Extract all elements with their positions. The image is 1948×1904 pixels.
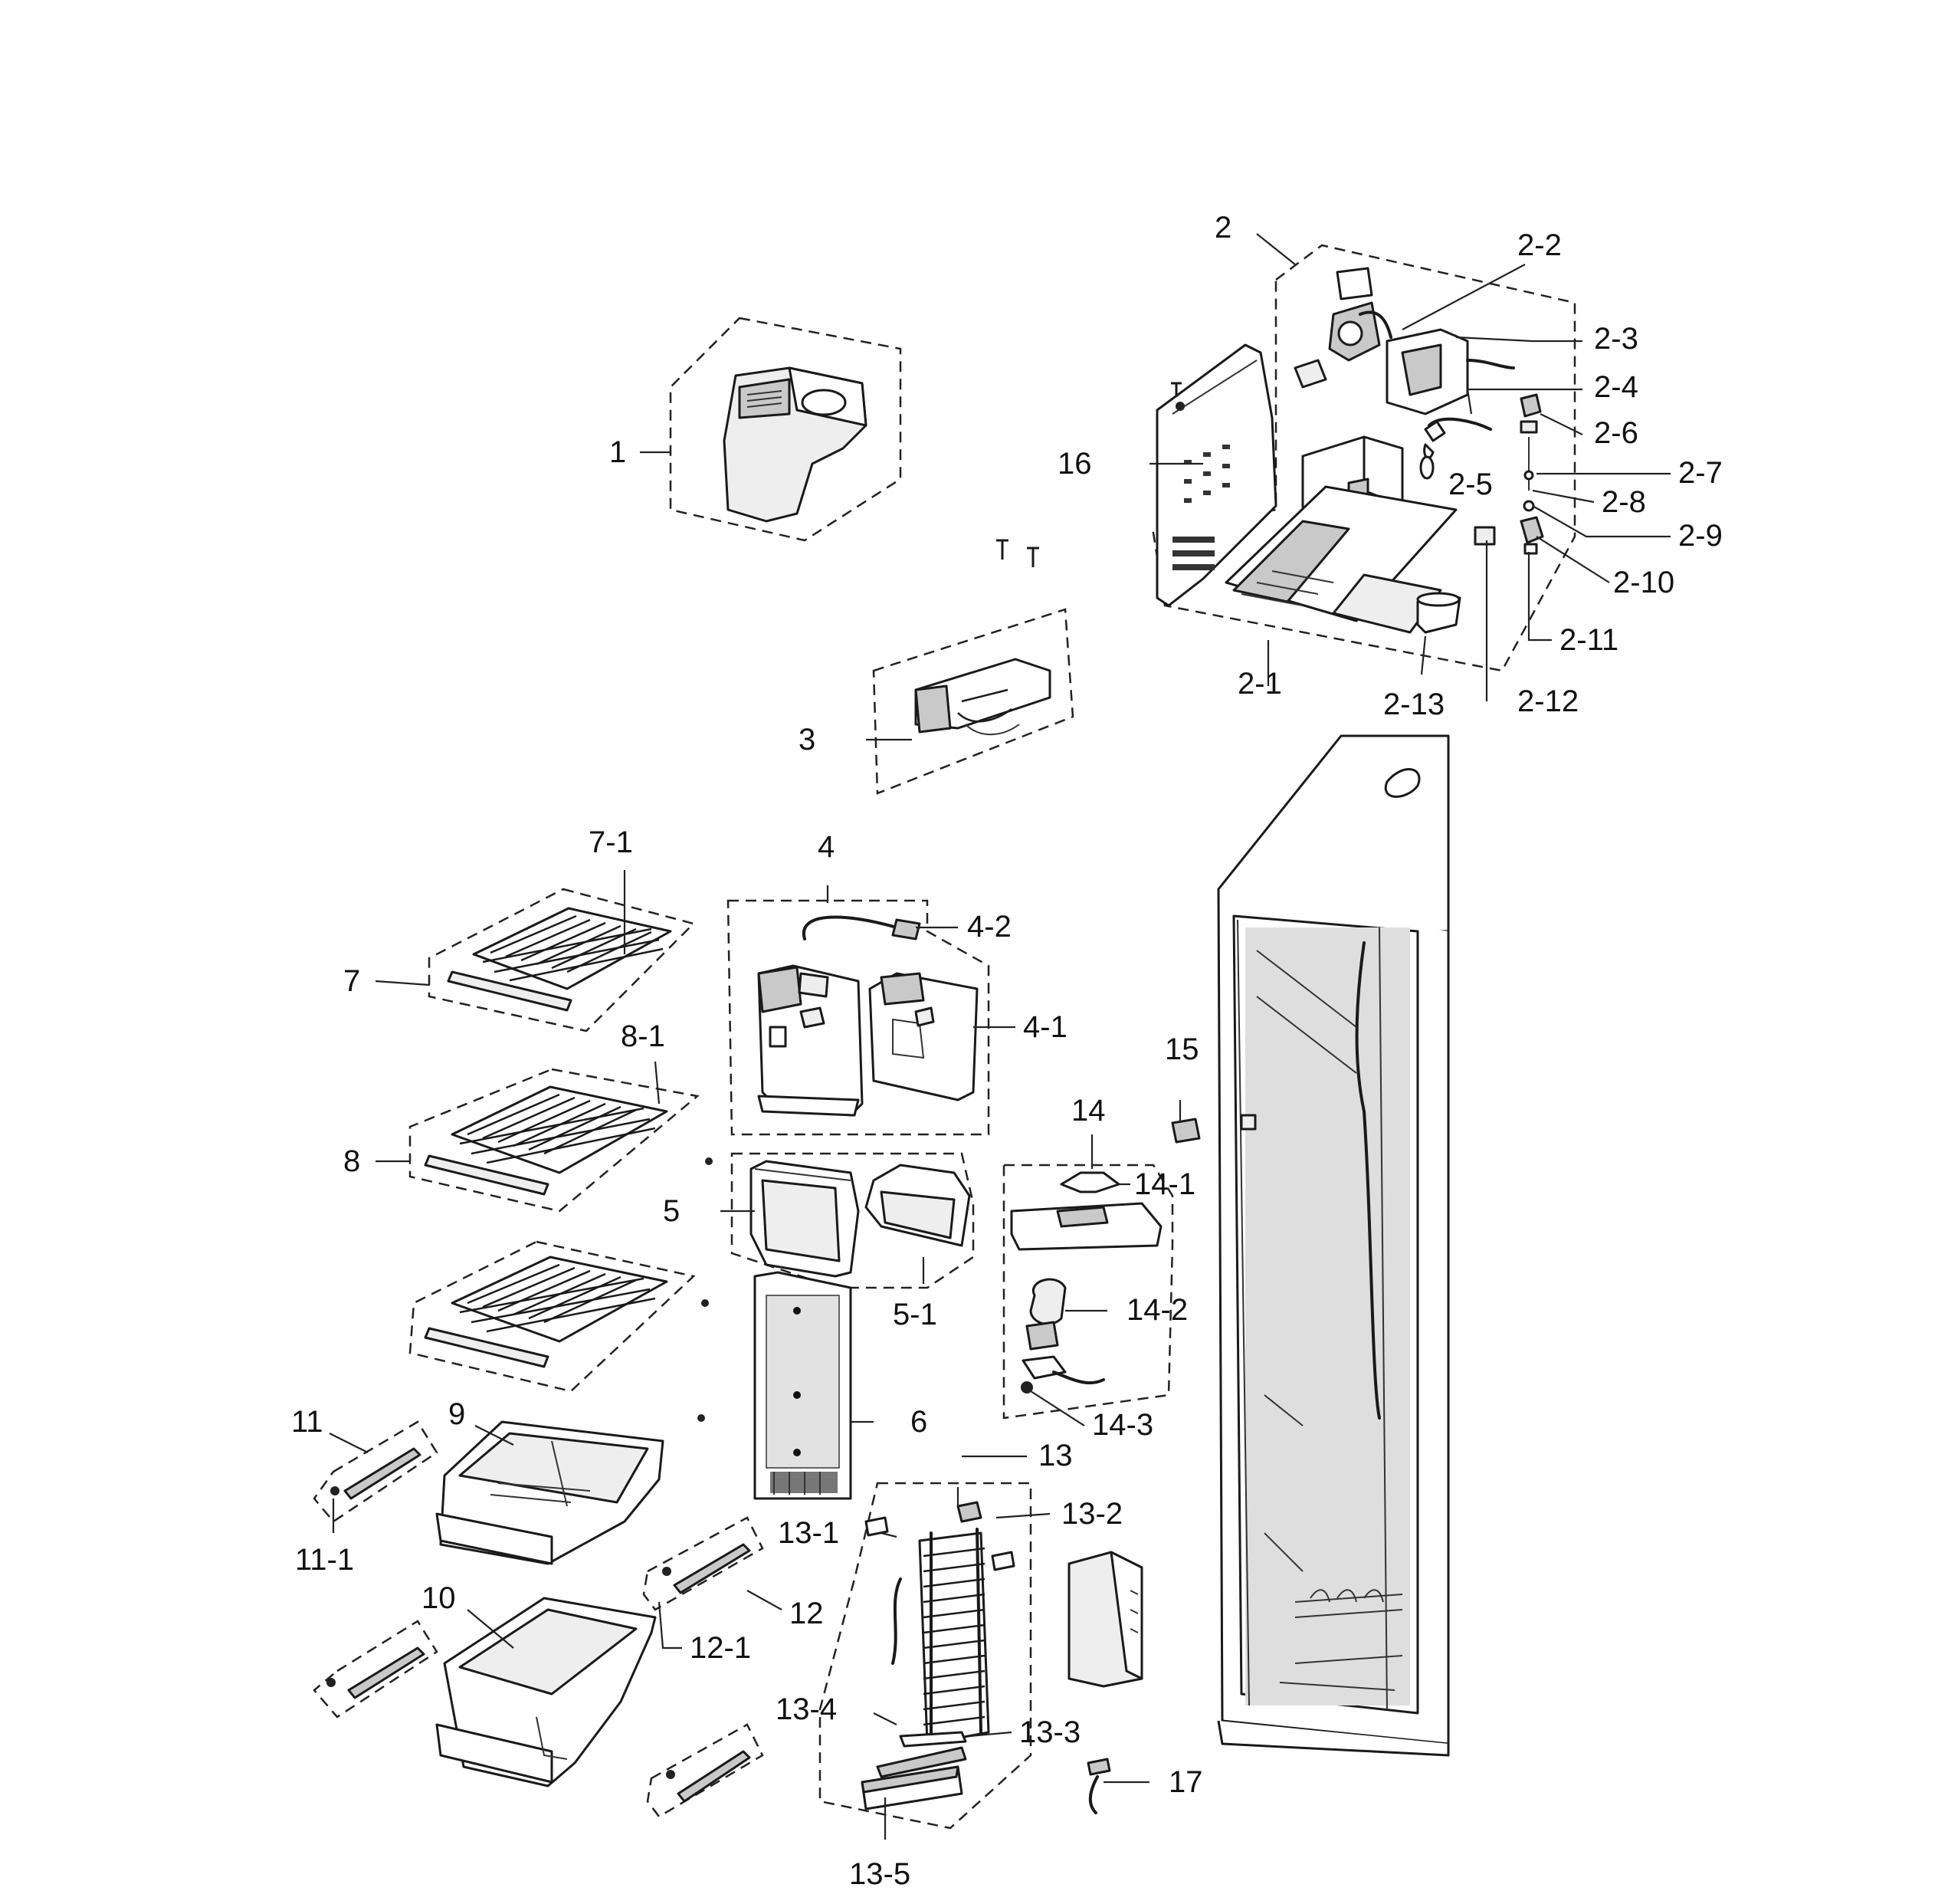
part-16-cover-plate — [1156, 343, 1277, 607]
callout-labels: 1 2 2-1 2-2 2-3 2-4 2-5 2-6 2-7 2-8 2-9 … — [291, 211, 1723, 1891]
label-2-8: 2-8 — [1602, 485, 1646, 519]
label-2-12: 2-12 — [1517, 684, 1579, 718]
leader-lines — [329, 233, 1671, 1840]
group-8-outline — [408, 1068, 700, 1213]
label-13-1: 13-1 — [778, 1516, 839, 1550]
part-4-control-housing — [757, 915, 979, 1117]
part-12-rail — [662, 1543, 751, 1594]
label-2-3: 2-3 — [1594, 322, 1638, 356]
label-6: 6 — [910, 1405, 927, 1439]
part-freezer-duct — [1067, 1551, 1143, 1688]
part-8-wire-shelf — [424, 1085, 668, 1196]
label-10: 10 — [421, 1581, 456, 1615]
label-12: 12 — [789, 1597, 824, 1630]
label-8: 8 — [343, 1144, 360, 1178]
label-2-5: 2-5 — [1448, 468, 1493, 501]
group-12-outline — [642, 1516, 764, 1611]
refrigerator-cabinet — [1217, 734, 1450, 1757]
group-5-outline — [730, 1152, 975, 1289]
group-11-outline — [313, 1420, 438, 1523]
label-12-1: 12-1 — [690, 1631, 751, 1665]
group-10-rail-outline — [313, 1620, 438, 1719]
small-screws — [697, 1157, 713, 1422]
screws — [996, 382, 1182, 567]
label-7-1: 7-1 — [589, 826, 633, 859]
part-9-drawer — [435, 1420, 664, 1565]
label-14: 14 — [1071, 1094, 1106, 1128]
label-9: 9 — [448, 1397, 465, 1431]
label-11-1: 11-1 — [295, 1543, 354, 1577]
label-8-1: 8-1 — [621, 1019, 665, 1053]
label-14-1: 14-1 — [1134, 1167, 1195, 1201]
label-2-9: 2-9 — [1678, 519, 1723, 553]
label-13-5: 13-5 — [849, 1857, 910, 1891]
label-16: 16 — [1058, 447, 1092, 481]
group-4-outline — [726, 899, 990, 1136]
part-5-duct-cover — [749, 1160, 971, 1278]
part-14-fan-assembly — [1010, 1171, 1163, 1394]
part-10-rail — [326, 1646, 425, 1699]
part-10-drawer — [435, 1597, 657, 1787]
part-7-wire-shelf — [447, 907, 672, 1012]
label-4: 4 — [818, 830, 835, 864]
label-15: 15 — [1165, 1032, 1199, 1066]
group-12b-outline — [646, 1723, 764, 1818]
label-2-2: 2-2 — [1517, 228, 1562, 262]
label-2-11: 2-11 — [1559, 623, 1618, 657]
label-14-3: 14-3 — [1092, 1408, 1153, 1442]
group-14-outline — [1002, 1164, 1174, 1420]
label-2-7: 2-7 — [1678, 456, 1723, 490]
part-13-evaporator — [861, 1501, 1015, 1810]
group-shelf3-outline — [408, 1240, 696, 1393]
label-2-4: 2-4 — [1594, 370, 1638, 404]
group-3-outline — [872, 608, 1074, 795]
part-shelf-3-wire-shelf — [424, 1256, 668, 1368]
label-2-6: 2-6 — [1594, 416, 1638, 450]
label-2-13: 2-13 — [1383, 688, 1445, 721]
label-13-3: 13-3 — [1019, 1715, 1081, 1749]
label-4-2: 4-2 — [967, 910, 1012, 944]
label-2: 2 — [1215, 211, 1231, 245]
part-1-ice-bucket — [723, 366, 867, 523]
part-17-sensor — [1087, 1758, 1111, 1814]
group-1-outline — [669, 317, 902, 542]
label-1: 1 — [609, 435, 626, 469]
part-15-switch — [1171, 1118, 1201, 1144]
label-14-2: 14-2 — [1126, 1293, 1188, 1327]
label-2-1: 2-1 — [1238, 667, 1282, 701]
part-3-ice-maker — [914, 658, 1051, 736]
label-7: 7 — [343, 964, 360, 998]
label-13-4: 13-4 — [776, 1692, 837, 1726]
label-5-1: 5-1 — [893, 1298, 937, 1331]
label-4-1: 4-1 — [1023, 1010, 1067, 1044]
label-13-2: 13-2 — [1061, 1497, 1123, 1531]
group-7-outline — [428, 888, 696, 1032]
part-12b-rail — [666, 1750, 751, 1803]
label-5: 5 — [663, 1194, 680, 1228]
part-6-back-panel — [753, 1271, 852, 1500]
label-13: 13 — [1038, 1439, 1073, 1472]
label-2-10: 2-10 — [1613, 566, 1674, 599]
label-17: 17 — [1169, 1765, 1203, 1799]
label-11: 11 — [291, 1405, 323, 1439]
part-11-rail — [330, 1447, 421, 1500]
label-3: 3 — [799, 723, 815, 757]
part-2-ice-maker-assembly — [1225, 267, 1544, 634]
